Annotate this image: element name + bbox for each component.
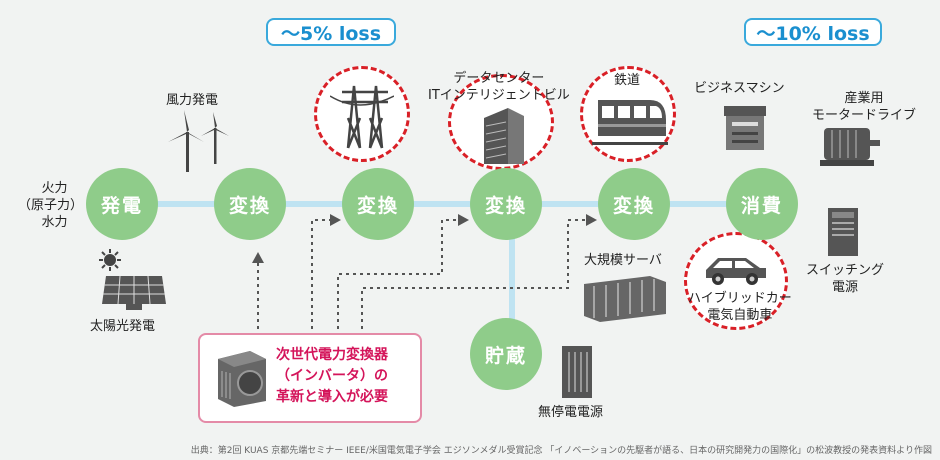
node-conversion-4: 変換 (598, 168, 670, 240)
node-conversion-2: 変換 (342, 168, 414, 240)
node-generation: 発電 (86, 168, 158, 240)
train-icon (592, 100, 668, 145)
label-ups: 無停電電源 (538, 405, 604, 420)
label-business-machine: ビジネスマシン (694, 81, 785, 96)
loss-badge-5: ～5% loss (266, 18, 396, 46)
copier-icon (724, 106, 766, 150)
transmission-tower-icon (330, 85, 394, 149)
label-industrial-motor: 産業用 モータードライブ (812, 91, 917, 123)
node-conversion-3: 変換 (470, 168, 542, 240)
arrowhead-right-2 (458, 214, 469, 226)
dotted-arrow-3 (337, 219, 458, 336)
car-icon (706, 258, 766, 285)
dotted-arrow-4 (361, 219, 586, 336)
arrowhead-right-1 (330, 214, 341, 226)
hybrid-car-ring (684, 232, 788, 330)
server-rack-icon (584, 276, 666, 322)
source-note: 出典：第2回 KUAS 京都先端セミナー IEEE/米国電気電子学会 エジソンメ… (190, 446, 932, 456)
arrowhead-up (252, 252, 264, 263)
building-icon (484, 108, 524, 164)
callout-text: 次世代電力変換器 （インバータ）の 革新と導入が必要 (276, 347, 388, 405)
inverter-callout: 次世代電力変換器 （インバータ）の 革新と導入が必要 (198, 333, 422, 423)
label-fuel-sources: 火力 （原子力） 水力 (18, 181, 84, 230)
power-supply-icon (828, 208, 858, 256)
ups-icon (562, 346, 592, 398)
pylon-ring (314, 66, 410, 162)
label-switching-power: スイッチング 電源 (806, 263, 885, 295)
label-solar: 太陽光発電 (90, 319, 156, 334)
label-wind: 風力発電 (166, 93, 219, 108)
loss-badge-10: ～10% loss (744, 18, 882, 46)
node-consumption: 消費 (726, 168, 798, 240)
inverter-icon (218, 351, 266, 407)
node-conversion-1: 変換 (214, 168, 286, 240)
dotted-arrow-2 (311, 219, 330, 336)
arrowhead-right-3 (586, 214, 597, 226)
label-large-server: 大規模サーバ (584, 253, 662, 268)
motor-icon (820, 128, 880, 166)
label-railway: 鉄道 (614, 73, 641, 88)
wind-turbine-icon (168, 110, 229, 172)
label-datacenter: データセンター ITインテリジェントビル (428, 71, 570, 103)
node-storage: 貯蔵 (470, 318, 542, 390)
label-hybrid-car: ハイブリッドカー 電気自動車 (688, 291, 792, 323)
solar-panel-icon (99, 249, 166, 310)
